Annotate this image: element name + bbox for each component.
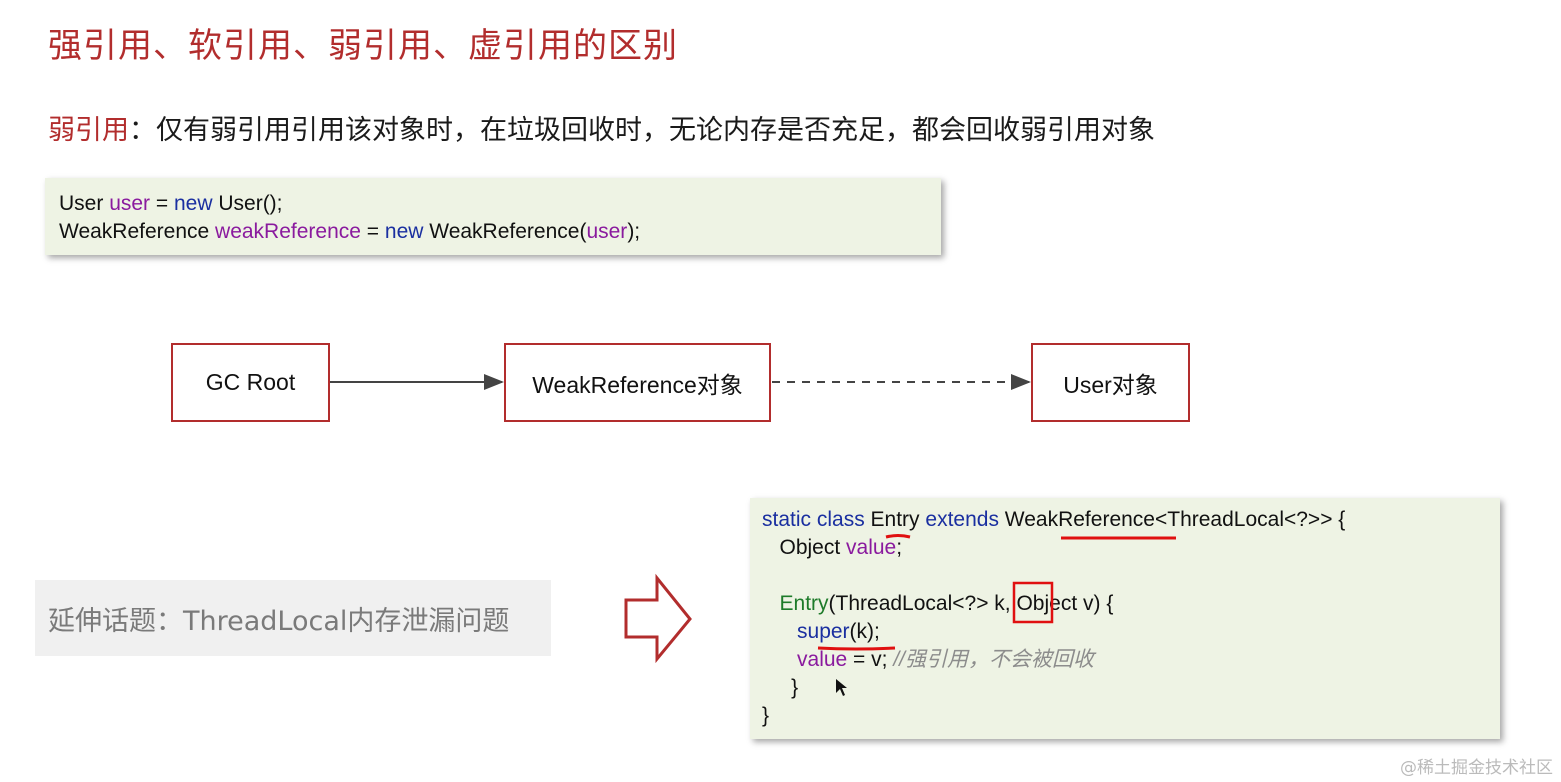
code-token: WeakReference [59,220,216,243]
code-token: WeakReference<ThreadLocal<?>> { [998,508,1346,531]
code-token [762,648,797,671]
code-keyword: static class [762,508,865,531]
pointer-arrow-icon [624,573,692,664]
code-keyword: extends [925,508,999,531]
code-line: super(k); [762,618,1488,646]
code-method: Entry [779,592,829,615]
code-variable: weakReference [215,220,361,243]
code-token: = [150,192,174,215]
code-token: ); [627,220,641,243]
definition-text: ：仅有弱引用引用该对象时，在垃圾回收时，无论内存是否充足，都会回收弱引用对象 [129,115,1155,146]
code-variable: value [797,648,848,671]
code-token: Entry [864,508,926,531]
weak-reference-code-block: User user = new User(); WeakReference we… [45,178,941,255]
code-token [762,592,780,615]
code-keyword: super [797,620,850,643]
code-token: User [59,192,110,215]
code-variable: value [846,536,897,559]
code-line: Object value; [762,534,1488,562]
code-comment: //强引用，不会被回收 [893,648,1094,671]
threadlocal-entry-code-block: static class Entry extends WeakReference… [750,498,1500,739]
user-object-node: User对象 [1031,343,1190,422]
code-token: (k); [849,620,880,643]
definition-term: 弱引用 [48,115,129,146]
code-variable: user [109,192,151,215]
code-token: = v; [847,648,894,671]
code-token: = [360,220,385,243]
code-line: static class Entry extends WeakReference… [762,506,1488,534]
code-token [762,620,797,643]
code-line: } [762,702,1488,730]
code-token: } [762,704,770,727]
page-title: 强引用、软引用、弱引用、虚引用的区别 [48,26,678,66]
code-line: WeakReference weakReference = new WeakRe… [59,218,927,246]
code-line-blank [762,562,1488,590]
extension-topic: 延伸话题：ThreadLocal内存泄漏问题 [35,580,551,656]
code-token: User(); [212,192,283,215]
code-keyword: new [384,220,424,243]
code-token: } [762,676,799,699]
code-token: ; [896,536,903,559]
code-line: value = v; //强引用，不会被回收 [762,646,1488,674]
gc-root-node: GC Root [171,343,330,422]
code-token: (ThreadLocal<?> k, Object v) { [828,592,1114,615]
watermark: @稀土掘金技术社区 [1400,758,1553,778]
code-line: Entry(ThreadLocal<?> k, Object v) { [762,590,1488,618]
code-token: WeakReference( [423,220,587,243]
code-keyword: new [173,192,213,215]
code-line: } [762,674,1488,702]
code-token: Object [762,536,847,559]
weak-reference-definition: 弱引用：仅有弱引用引用该对象时，在垃圾回收时，无论内存是否充足，都会回收弱引用对… [48,108,1155,147]
code-variable: user [586,220,628,243]
weak-reference-object-node: WeakReference对象 [504,343,771,422]
code-line: User user = new User(); [59,190,927,218]
